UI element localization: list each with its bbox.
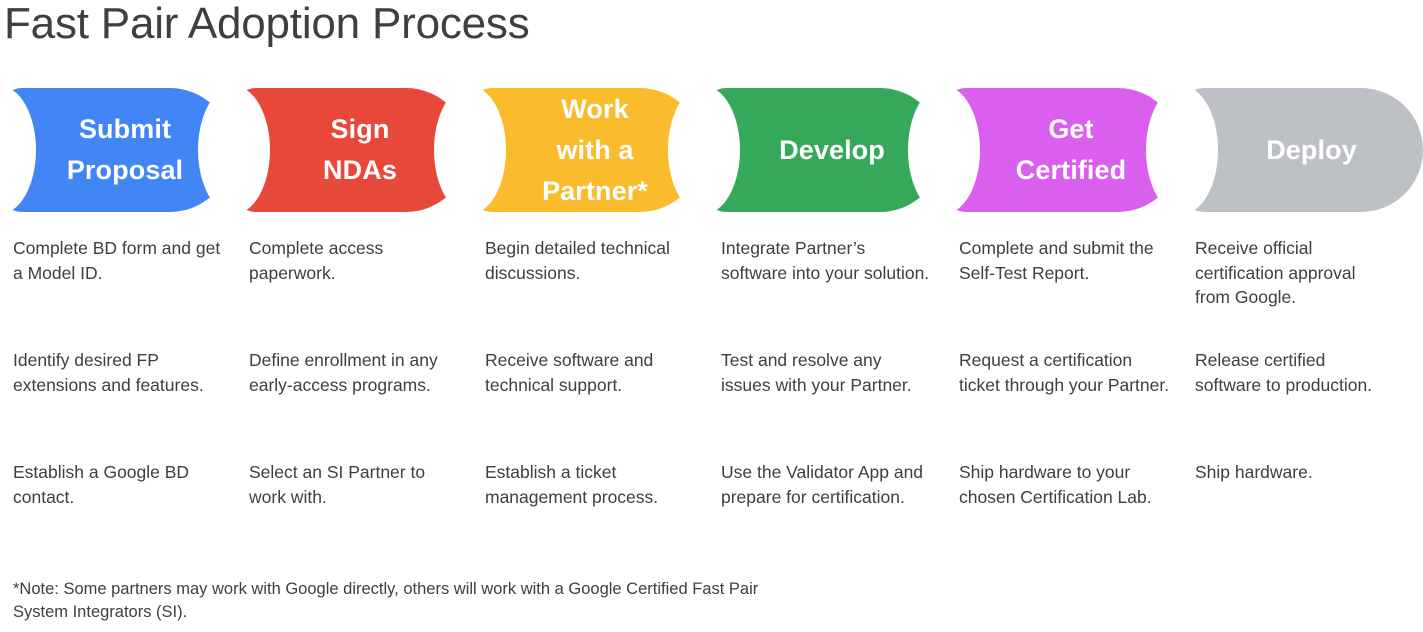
detail-item-submit-proposal-1: Complete BD form and get a Model ID.	[13, 238, 221, 283]
detail-item-submit-proposal-2: Identify desired FP extensions and featu…	[13, 350, 204, 395]
detail-item-submit-proposal-3: Establish a Google BD contact.	[13, 462, 190, 507]
process-step-shape-sign-ndas	[234, 88, 468, 212]
detail-item-sign-ndas-3: Select an SI Partner to work with.	[249, 462, 426, 507]
detail-row: Complete BD form and get a Model ID. Comp…	[0, 236, 1423, 348]
detail-item-sign-ndas-2: Define enrollment in any early-access pr…	[249, 350, 438, 395]
chevron-notch-icon	[1146, 86, 1218, 214]
process-step-deploy[interactable]: Deploy	[1146, 86, 1423, 214]
page-title: Fast Pair Adoption Process	[4, 0, 530, 48]
detail-item-deploy-3: Ship hardware.	[1195, 462, 1313, 482]
process-step-submit-proposal[interactable]: Submit Proposal	[0, 86, 232, 214]
chevron-notch-icon	[434, 86, 506, 214]
detail-row: Identify desired FP extensions and featu…	[0, 348, 1423, 460]
process-step-work-with-a-partner[interactable]: Work with a Partner*	[434, 86, 702, 214]
process-detail-rows: Complete BD form and get a Model ID. Comp…	[0, 236, 1423, 572]
detail-item-develop-1: Integrate Partner’s software into your s…	[721, 238, 930, 283]
chevron-notch-icon	[668, 86, 740, 214]
chevron-notch-icon	[198, 86, 270, 214]
detail-item-get-certified-2: Request a certification ticket through y…	[959, 350, 1170, 395]
chevron-notch-icon	[908, 86, 980, 214]
detail-item-work-with-a-partner-1: Begin detailed technical discussions.	[485, 238, 670, 283]
process-chevron-band: Submit Proposal Sign NDAs Work with a Part…	[0, 86, 1423, 214]
detail-item-work-with-a-partner-3: Establish a ticket management process.	[485, 462, 659, 507]
process-step-develop[interactable]: Develop	[668, 86, 942, 214]
detail-item-get-certified-3: Ship hardware to your chosen Certificati…	[959, 462, 1152, 507]
process-step-label-deploy: Deploy	[1266, 134, 1357, 165]
detail-item-deploy-2: Release certified software to production…	[1195, 350, 1373, 395]
process-step-shape-work-with-a-partner	[470, 88, 702, 212]
detail-item-deploy-1: Receive official certification approval …	[1195, 238, 1356, 307]
process-step-get-certified[interactable]: Get Certified	[908, 86, 1180, 214]
process-step-sign-ndas[interactable]: Sign NDAs	[198, 86, 468, 214]
footnote-note: *Note: Some partners may work with Googl…	[13, 580, 759, 621]
process-step-label-sign-ndas: Sign NDAs	[323, 114, 397, 185]
process-step-shape-deploy	[1182, 88, 1423, 212]
detail-row: Establish a Google BD contact. Select an …	[0, 460, 1423, 572]
detail-item-develop-3: Use the Validator App and prepare for ce…	[721, 462, 924, 507]
process-step-label-submit-proposal: Submit Proposal	[66, 114, 184, 185]
detail-item-work-with-a-partner-2: Receive software and technical support.	[485, 350, 654, 395]
detail-item-develop-2: Test and resolve any issues with your Pa…	[721, 350, 912, 395]
process-step-shape-get-certified	[944, 88, 1180, 212]
process-step-label-get-certified: Get Certified	[1015, 114, 1127, 185]
process-step-label-develop: Develop	[779, 134, 885, 165]
detail-item-get-certified-1: Complete and submit the Self-Test Report…	[959, 238, 1154, 283]
process-step-shape-submit-proposal	[0, 88, 232, 212]
process-step-label-work-with-a-partner: Work with a Partner*	[542, 93, 648, 206]
detail-item-sign-ndas-1: Complete access paperwork.	[249, 238, 384, 283]
process-step-shape-develop	[704, 88, 942, 212]
